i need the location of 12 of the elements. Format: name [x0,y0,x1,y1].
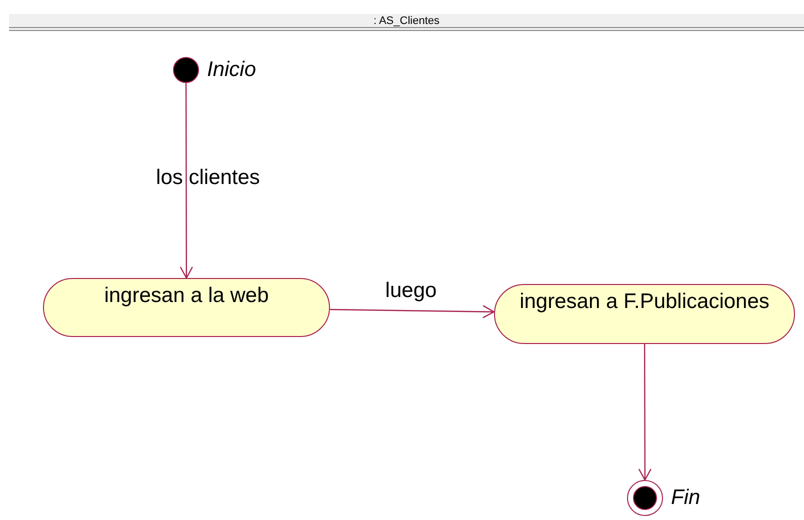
start-node [173,57,199,83]
edge-label: los clientes [156,166,260,190]
node-caption: Inicio [207,58,256,82]
end-node [627,480,663,516]
activity-label: ingresan a la web [104,283,269,309]
arrow [638,344,652,481]
arrow [330,305,495,318]
node-caption: Fin [671,486,700,510]
title-bar: : AS_Clientes [9,14,804,31]
arrow [180,83,194,279]
edge-label: luego [385,279,437,303]
activity-label: ingresan a F.Publicaciones [520,289,770,315]
